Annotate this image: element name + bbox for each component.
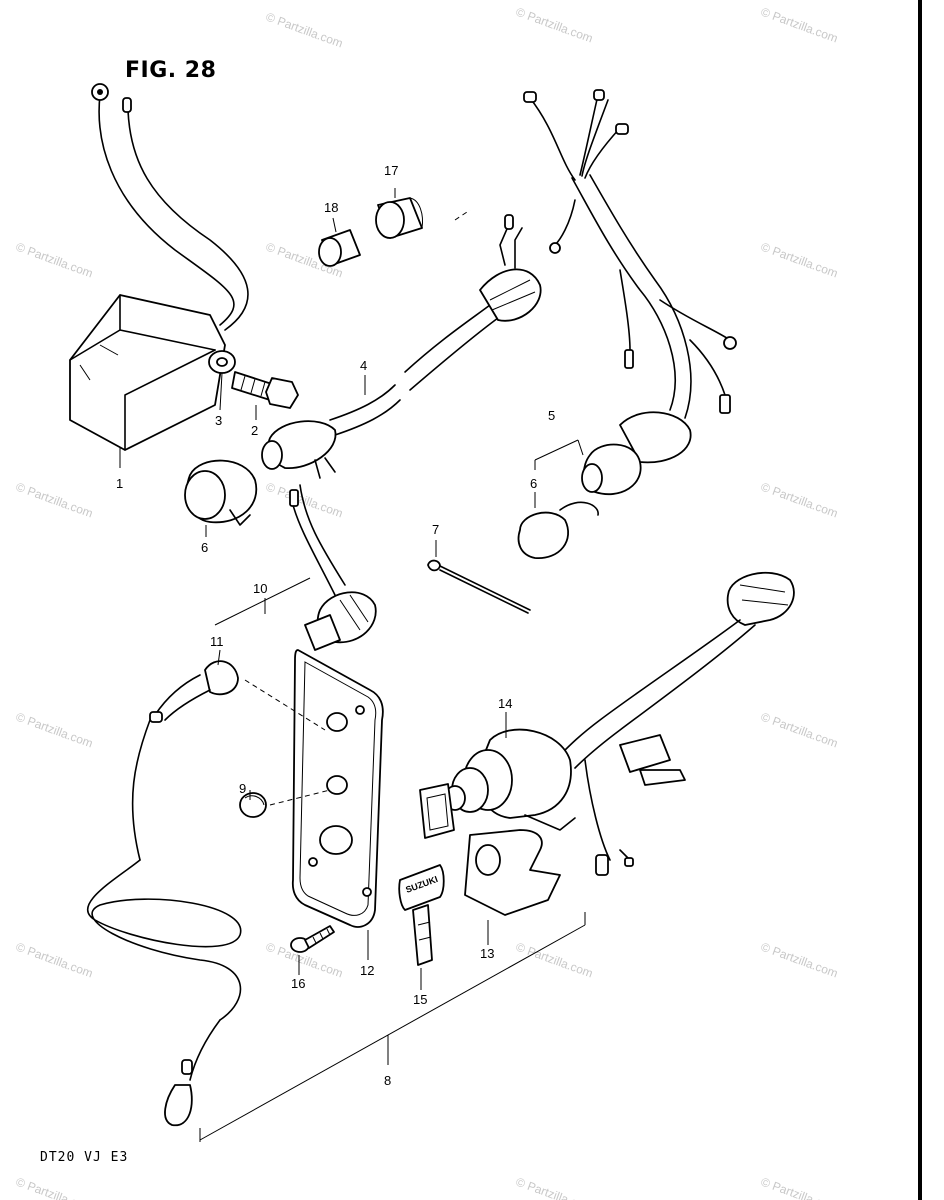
part-12-panel-plate xyxy=(291,649,384,928)
part-6-cap-left xyxy=(184,459,258,526)
part-11-lanyard xyxy=(86,660,242,1126)
part-5-harness xyxy=(523,89,737,495)
callout-labels: 1 2 3 4 5 6 6 7 8 9 10 11 12 13 14 15 16… xyxy=(116,163,555,1088)
watermark: © Partzilla.com xyxy=(264,10,345,51)
watermark: © Partzilla.com xyxy=(14,710,95,751)
callout-5: 5 xyxy=(548,408,555,423)
watermark: © Partzilla.com xyxy=(759,5,840,46)
callout-4: 4 xyxy=(360,358,367,373)
part-2-bolt xyxy=(231,371,299,409)
watermark: © Partzilla.com xyxy=(14,1175,95,1200)
part-15-key: SUZUKI xyxy=(398,864,445,966)
page-right-border xyxy=(918,0,922,1200)
watermark: © Partzilla.com xyxy=(759,240,840,281)
callout-6-left: 6 xyxy=(201,540,208,555)
callout-11: 11 xyxy=(210,634,224,649)
callout-7: 7 xyxy=(432,522,439,537)
part-10-stop-switch xyxy=(289,484,377,651)
callout-17: 17 xyxy=(384,163,398,178)
leader-lines xyxy=(119,188,586,1142)
part-9-plug xyxy=(239,792,267,818)
callout-12: 12 xyxy=(360,963,374,978)
part-1-cdi-unit xyxy=(69,83,249,451)
watermark: © Partzilla.com xyxy=(514,1175,595,1200)
callout-3: 3 xyxy=(215,413,222,428)
callout-16: 16 xyxy=(291,976,305,991)
callout-18: 18 xyxy=(324,200,338,215)
watermark: © Partzilla.com xyxy=(14,940,95,981)
callout-6-right: 6 xyxy=(530,476,537,491)
watermark: © Partzilla.com xyxy=(264,480,345,521)
callout-2: 2 xyxy=(251,423,258,438)
callout-13: 13 xyxy=(480,946,494,961)
watermark: © Partzilla.com xyxy=(759,1175,840,1200)
callout-14: 14 xyxy=(498,696,512,711)
watermark-layer: © Partzilla.com © Partzilla.com © Partzi… xyxy=(14,5,840,1200)
part-18-grommet xyxy=(318,229,361,267)
watermark: © Partzilla.com xyxy=(514,940,595,981)
watermark: © Partzilla.com xyxy=(514,5,595,46)
part-13-bracket xyxy=(464,814,576,916)
part-14-ignition-switch xyxy=(419,571,795,876)
part-6-cap-right xyxy=(517,501,599,559)
watermark: © Partzilla.com xyxy=(759,710,840,751)
callout-9: 9 xyxy=(239,781,246,796)
watermark: © Partzilla.com xyxy=(759,940,840,981)
callout-10: 10 xyxy=(253,581,267,596)
figure-title: FIG. 28 xyxy=(125,58,217,83)
part-17-grommet xyxy=(375,197,423,239)
part-16-screw xyxy=(290,925,335,953)
callout-8: 8 xyxy=(384,1073,391,1088)
model-code: DT20 VJ E3 xyxy=(40,1150,129,1165)
callout-15: 15 xyxy=(413,992,427,1007)
watermark: © Partzilla.com xyxy=(759,480,840,521)
part-7-cable-tie xyxy=(427,559,531,614)
watermark: © Partzilla.com xyxy=(14,480,95,521)
part-4-wire-harness xyxy=(261,214,542,479)
watermark: © Partzilla.com xyxy=(14,240,95,281)
callout-1: 1 xyxy=(116,476,123,491)
part-3-washer xyxy=(208,350,236,374)
